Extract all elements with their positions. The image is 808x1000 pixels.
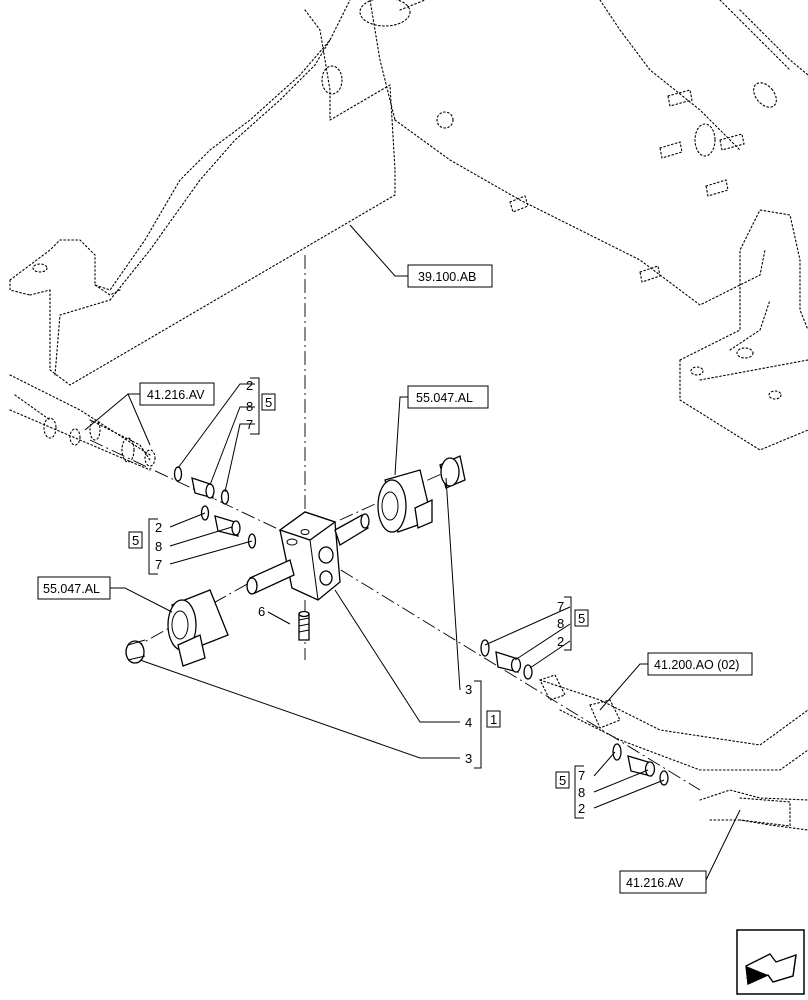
item-valve-c: 3: [465, 751, 472, 766]
item-mid-left-a: 2: [155, 520, 162, 535]
ref-solenoid-upper: 55.047.AL: [416, 391, 473, 405]
ref-pipe-bottom: 41.216.AV: [626, 876, 684, 890]
item-mid-left-box: 5: [132, 533, 139, 548]
item-mid-left-c: 7: [155, 557, 162, 572]
item-numbers: 2 8 7 5 5 2 8 7 7 8 2 5 5 7 8 2 3 4 3 1 …: [128, 378, 589, 816]
bolt-6: [298, 610, 310, 641]
item-bolt: 6: [258, 604, 265, 619]
item-valve-a: 3: [465, 682, 472, 697]
item-right-b: 8: [557, 616, 564, 631]
item-lower-right-b: 8: [578, 785, 585, 800]
solenoid-left: [125, 589, 229, 667]
item-right-a: 7: [557, 599, 564, 614]
frame-structure: [9, 0, 808, 831]
fitting-right: [480, 639, 533, 680]
item-right-box: 5: [578, 611, 585, 626]
group-brackets: [148, 377, 584, 819]
ref-pipe-right: 41.200.AO (02): [654, 658, 739, 672]
item-lower-right-a: 7: [578, 768, 585, 783]
fitting-lower-right: [612, 743, 669, 786]
fitting-upper-left: [173, 466, 230, 505]
fitting-mid-left: [200, 505, 257, 549]
item-right-c: 2: [557, 634, 564, 649]
reference-labels: 39.100.AB 41.216.AV 55.047.AL 55.047.AL …: [37, 264, 753, 894]
ref-solenoid-left: 55.047.AL: [43, 582, 100, 596]
leader-lines: [84, 224, 741, 881]
solenoid-upper: [377, 455, 466, 533]
item-upper-left-box: 5: [265, 395, 272, 410]
item-mid-left-b: 8: [155, 539, 162, 554]
item-valve-box: 1: [490, 712, 497, 727]
ref-pipe-left: 41.216.AV: [147, 388, 205, 402]
item-valve-b: 4: [465, 715, 472, 730]
item-lower-right-c: 2: [578, 801, 585, 816]
ref-frame: 39.100.AB: [418, 270, 476, 284]
item-upper-left-c: 7: [246, 417, 253, 432]
valve-body: [246, 511, 370, 601]
item-upper-left-a: 2: [246, 378, 253, 393]
next-page-arrow-icon[interactable]: [736, 929, 805, 995]
item-lower-right-box: 5: [559, 773, 566, 788]
item-upper-left-b: 8: [246, 399, 253, 414]
